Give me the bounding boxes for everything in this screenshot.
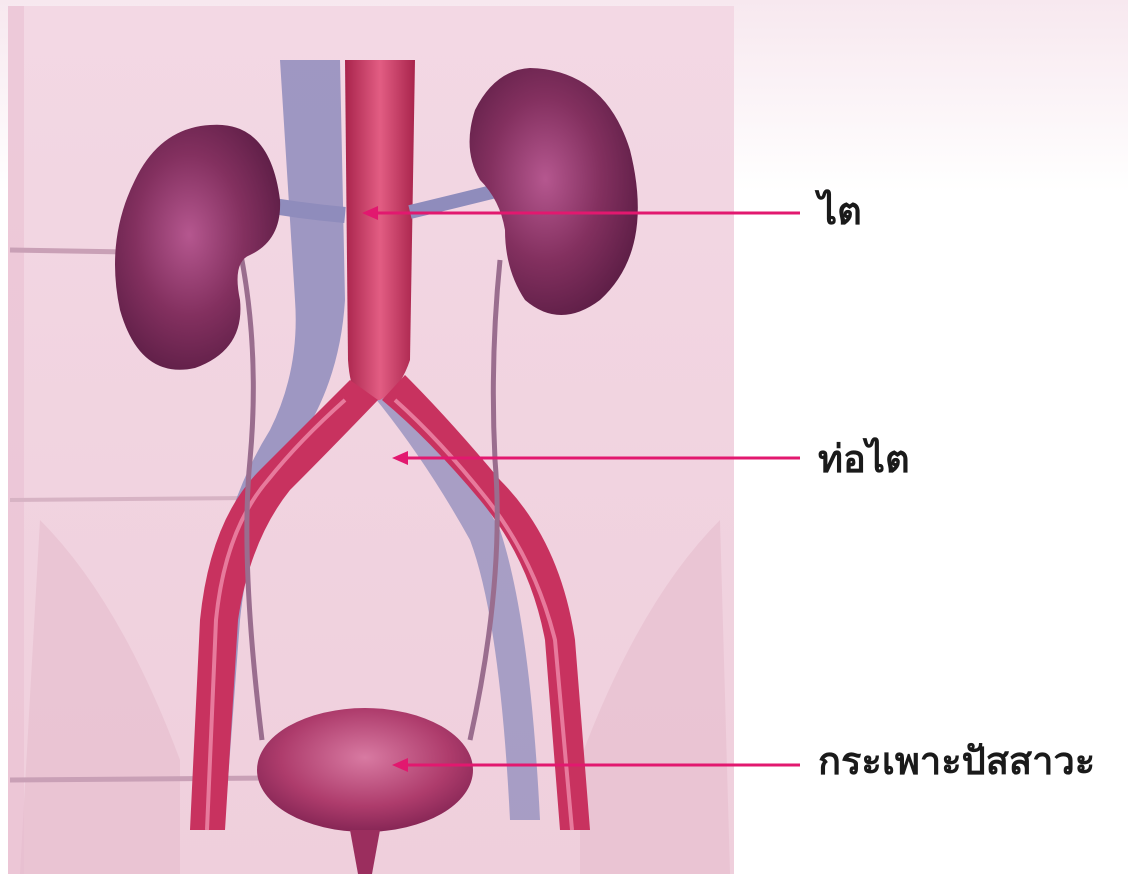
body-contour-line-2 (10, 498, 250, 500)
aorta (345, 60, 415, 400)
bladder (257, 708, 473, 832)
body-edge-left (8, 6, 24, 874)
label-bladder: กระเพาะปัสสาวะ (818, 742, 1095, 780)
body-contour-line-3 (10, 778, 270, 780)
label-ureter: ท่อไต (818, 440, 910, 478)
label-kidney: ไต (818, 192, 862, 230)
body-contour-line-1 (10, 250, 130, 252)
